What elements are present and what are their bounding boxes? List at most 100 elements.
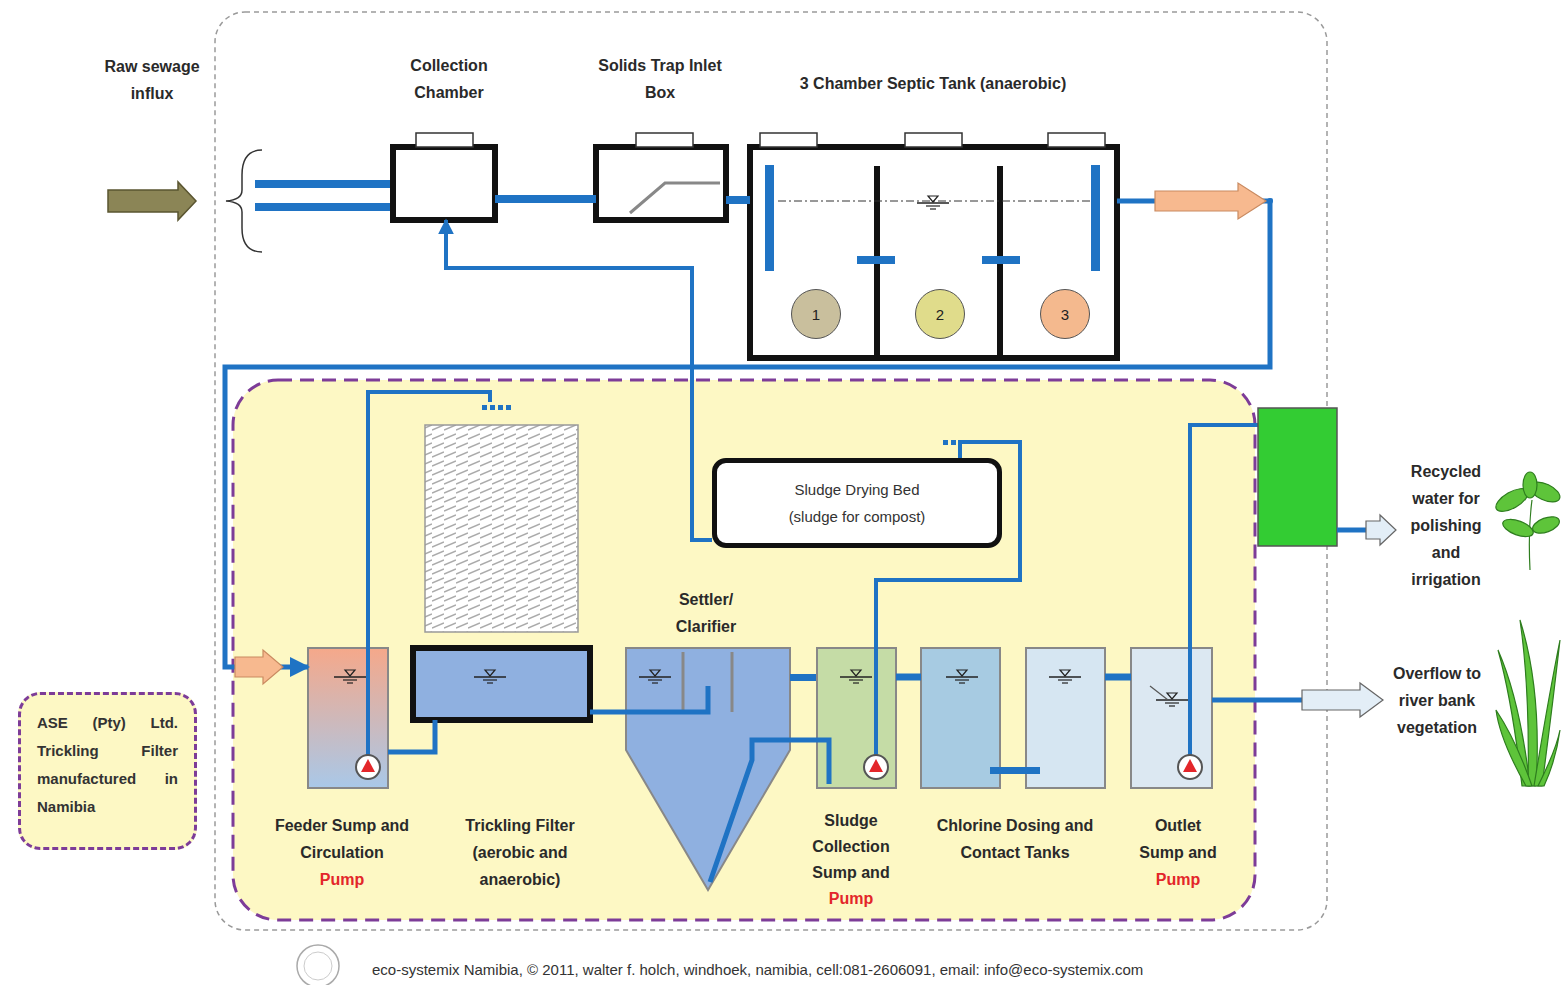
hatched-media xyxy=(425,425,578,632)
pipe-connector xyxy=(726,196,750,204)
sludge-sump-part xyxy=(874,648,878,767)
unit-label: Feeder Sump and CirculationPump xyxy=(275,812,410,893)
sludge-sump-part xyxy=(943,440,948,445)
influx-arrow-part xyxy=(255,203,393,211)
influx-arrow xyxy=(108,150,393,252)
chamber-number: 2 xyxy=(915,289,965,339)
treatment-region xyxy=(233,380,1255,920)
outlet-sump-part xyxy=(1302,683,1383,717)
node-text: 3 Chamber Septic Tank (anaerobic) xyxy=(753,70,1113,97)
feeder-sump-part xyxy=(506,405,511,410)
process-unit: 1233 Chamber Septic Tank (anaerobic) xyxy=(750,147,1117,358)
hatched-media-part xyxy=(425,425,578,632)
settler-tank-part xyxy=(639,670,671,683)
feeder-sump-part xyxy=(356,755,380,779)
septic-tank-part xyxy=(760,133,817,147)
septic-tank-part xyxy=(1048,133,1105,147)
pump-label: Pump xyxy=(1132,866,1224,893)
flow-arrow-part xyxy=(1155,183,1266,219)
node-text: Settler/ Clarifier xyxy=(651,586,761,640)
plant-icon-part xyxy=(1523,472,1537,498)
footer-credit: eco-systemix Namibia, © 2011, walter f. … xyxy=(372,956,1143,983)
outlet-sump-part xyxy=(1150,686,1168,700)
collection-chamber xyxy=(393,133,495,220)
node-text: 3 xyxy=(1061,306,1069,323)
chlorine-tanks-part xyxy=(921,648,1000,788)
chlorine-tanks-part xyxy=(990,767,1040,774)
sludge-sump-part xyxy=(817,740,829,784)
trickling-filter-part xyxy=(413,648,590,720)
sludge-sump-part xyxy=(864,755,888,779)
outlet-sump-part xyxy=(1131,648,1212,788)
collection-chamber-part xyxy=(393,147,495,220)
flow-label: Recycled water for polishing and irrigat… xyxy=(1398,458,1494,593)
sludge-sump-part xyxy=(817,648,896,788)
node-text: Outlet Sump and xyxy=(1132,812,1224,866)
unit-label: Solids Trap Inlet Box xyxy=(595,52,725,106)
chamber-number: 3 xyxy=(1040,289,1090,339)
settler-tank-part xyxy=(626,686,708,712)
septic-tank-part xyxy=(1091,165,1100,271)
unit-label: Chlorine Dosing and Contact Tanks xyxy=(929,812,1101,866)
polishing-filter-part xyxy=(1258,408,1337,546)
settler-tank xyxy=(626,648,817,890)
influx-arrow-part xyxy=(226,150,262,252)
feeder-sump-part xyxy=(334,670,366,683)
pipe-connector xyxy=(590,710,626,715)
feeder-sump-part xyxy=(308,648,388,788)
node-text: Solids Trap Inlet Box xyxy=(595,52,725,106)
node-text: Sludge Drying Bed xyxy=(794,476,919,503)
pipe-connectors-part xyxy=(225,199,1270,752)
pipe-connector xyxy=(790,738,817,743)
influx-arrow-part xyxy=(255,180,393,188)
chlorine-tanks xyxy=(921,648,1105,788)
chamber-number: 1 xyxy=(791,289,841,339)
treatment-region-part xyxy=(233,380,1255,920)
pipe-connector xyxy=(446,220,712,540)
plant-icon xyxy=(1492,472,1562,786)
logo-mark-part xyxy=(297,945,339,985)
plant-icon-part xyxy=(1530,514,1561,537)
solids-trap-part xyxy=(636,133,693,147)
logo-mark-part xyxy=(304,952,332,980)
settler-tank-part xyxy=(710,740,790,882)
flow-label: Overflow to river bank vegetation xyxy=(1382,660,1492,741)
settler-tank-part xyxy=(626,648,790,890)
node-text: 1 xyxy=(812,306,820,323)
logo-mark xyxy=(297,945,339,985)
process-unit: Settler/ Clarifier xyxy=(626,648,790,750)
pipe-connector xyxy=(495,195,596,203)
polishing-filter-part xyxy=(1366,515,1396,545)
feeder-sump-part xyxy=(490,405,495,410)
process-unit: Trickling Filter (aerobic and anaerobic) xyxy=(413,648,590,720)
septic-tank-part xyxy=(905,133,962,147)
flow-arrow xyxy=(235,183,1273,684)
solids-trap-part xyxy=(630,183,720,213)
process-unit: Sludge Collection Sump andPump xyxy=(817,648,896,788)
flow-label: Raw sewage influx xyxy=(92,53,212,107)
sludge-sump-part xyxy=(951,440,956,445)
process-unit: Outlet Sump andPump xyxy=(1131,648,1212,788)
trickling-filter xyxy=(413,648,590,720)
process-unit: Collection Chamber xyxy=(393,147,495,220)
outlet-sump-part xyxy=(1178,755,1202,779)
outer-boundary xyxy=(215,12,1327,930)
plant-icon-part xyxy=(1534,640,1560,786)
node-text: Feeder Sump and Circulation xyxy=(275,812,410,866)
septic-tank xyxy=(750,133,1117,358)
unit-label: Trickling Filter (aerobic and anaerobic) xyxy=(455,812,585,893)
process-unit: Chlorine Dosing and Contact Tanks xyxy=(921,648,1105,788)
settler-tank-part xyxy=(731,652,734,712)
outlet-sump xyxy=(1131,425,1383,788)
node-text: Sludge Collection Sump and xyxy=(801,808,901,886)
pipe-connector xyxy=(388,720,435,752)
septic-tank-part xyxy=(982,256,1020,264)
chlorine-tanks-part xyxy=(946,670,978,683)
pump-label: Pump xyxy=(275,866,410,893)
process-unit: Feeder Sump and CirculationPump xyxy=(308,648,388,788)
pipe-connector xyxy=(225,201,1270,667)
solids-trap xyxy=(596,133,726,220)
settler-tank-part xyxy=(682,652,685,712)
settler-tank-part xyxy=(790,674,817,681)
